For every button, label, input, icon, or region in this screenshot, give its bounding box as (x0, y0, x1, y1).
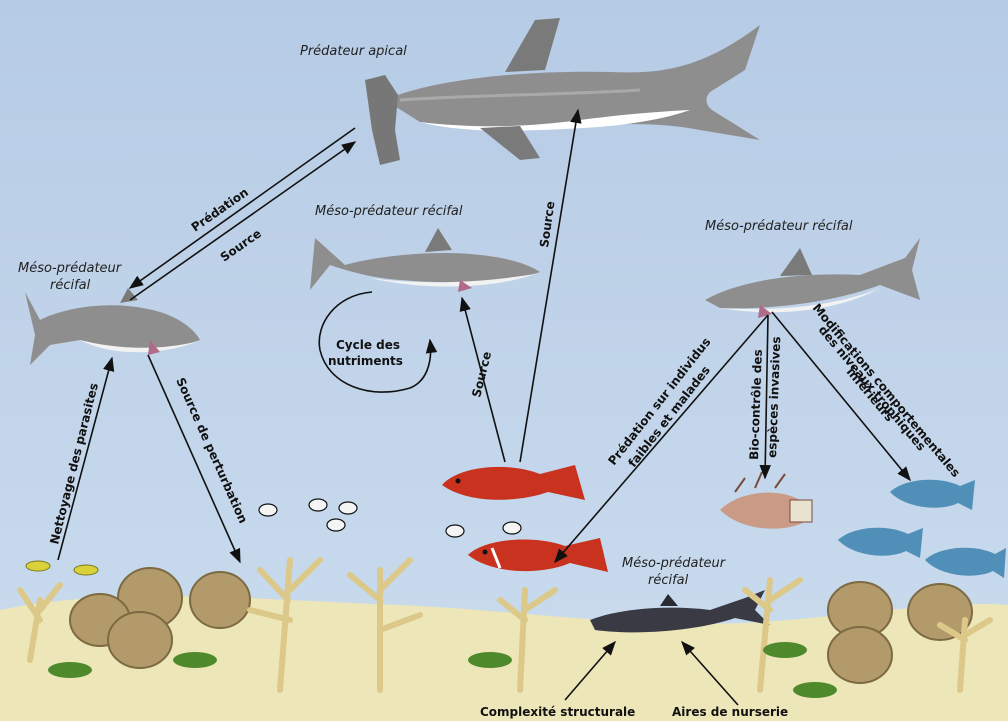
label-nutrient-cycle-2: nutriments (328, 354, 403, 368)
label-meso-left-2: récifal (50, 278, 91, 293)
label-structural: Complexité structurale (480, 705, 635, 719)
label-meso-bottom-1: Méso-prédateur (622, 556, 727, 571)
label-meso-bottom-2: récifal (648, 573, 689, 588)
label-nutrient-cycle-1: Cycle des (336, 338, 400, 352)
label-apex: Prédateur apical (300, 44, 407, 59)
label-meso-center: Méso-prédateur récifal (315, 204, 463, 219)
label-meso-right: Méso-prédateur récifal (705, 219, 853, 234)
label-nursery: Aires de nurserie (672, 705, 788, 719)
label-meso-left-1: Méso-prédateur (18, 261, 123, 276)
